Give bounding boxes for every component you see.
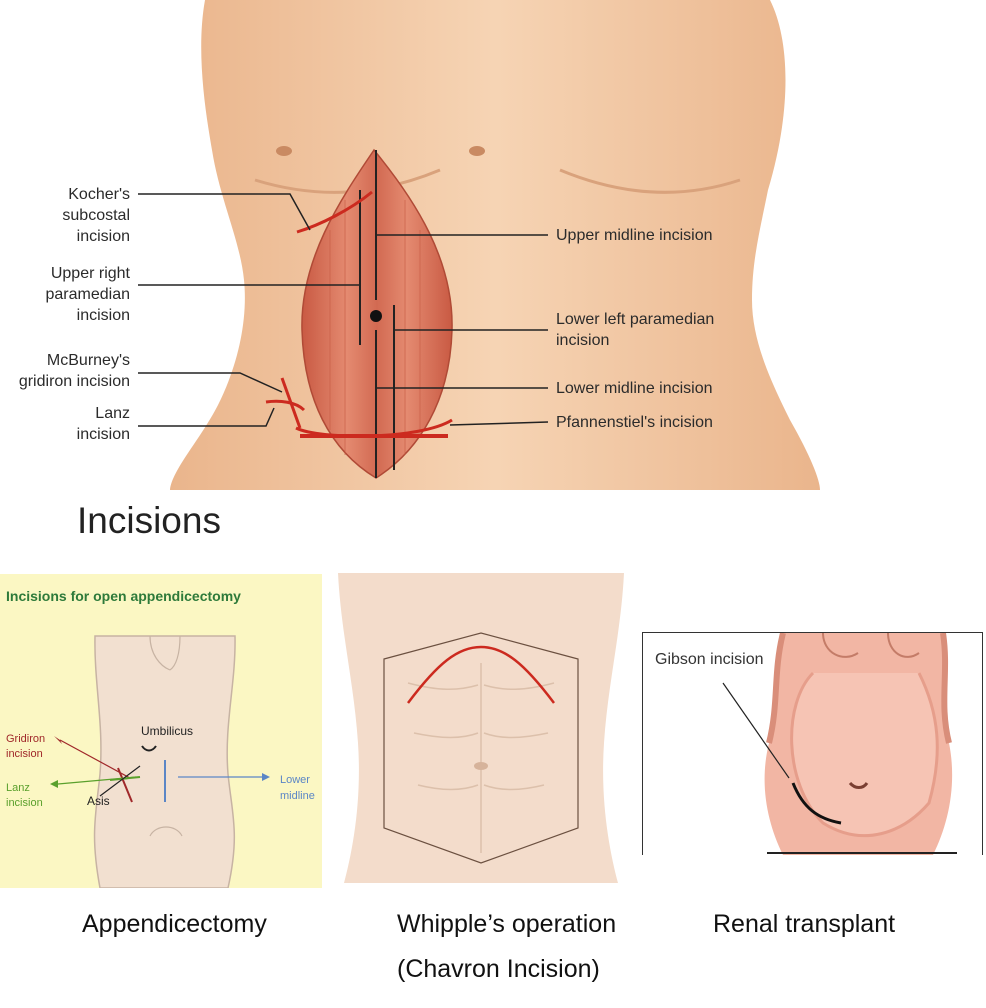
renal-umbilicus <box>848 781 869 789</box>
lanz-small-line1: Lanz <box>6 782 30 794</box>
asis-pointer <box>99 765 141 797</box>
chevron-incision <box>407 645 555 704</box>
lower-left-paramedian-label: Lower left paramedian incision <box>556 309 714 351</box>
gridiron-incision-mark <box>117 767 133 803</box>
pfannenstiel-leader <box>449 421 549 426</box>
pfannenstiel-label: Pfannenstiel's incision <box>556 414 713 431</box>
lanz-label: Lanz incision <box>77 403 130 445</box>
whipple-panel <box>338 573 624 883</box>
umbilicus-dot <box>370 310 382 322</box>
whipple-figure <box>338 573 624 883</box>
gridiron-label-line2: incision <box>6 748 43 760</box>
page-title: Incisions <box>77 500 221 541</box>
kocher-label: Kocher's subcostal incision <box>62 184 130 247</box>
lanz-leader <box>138 407 275 427</box>
lanz-incision-mark <box>109 776 141 781</box>
appendix-panel-title: Incisions for open appendicectomy <box>6 588 241 604</box>
kocher-label-line1: Kocher's <box>68 186 130 203</box>
mcburney-label: McBurney's gridiron incision <box>19 350 130 392</box>
torso-silhouette <box>170 0 820 490</box>
umbilicus-mark <box>141 745 157 752</box>
caption-renal: Renal transplant <box>713 910 896 938</box>
caption-whipple: Whipple’s operation <box>397 910 617 938</box>
lower-midline-label: Lower midline incision <box>556 380 713 397</box>
gridiron-label: Gridiron incision <box>6 732 45 762</box>
renal-figure <box>722 633 957 855</box>
operative-field-outline <box>383 632 579 864</box>
lower-midline-line1: Lower <box>280 774 310 786</box>
caption-whipple-sub: (Chavron Incision) <box>397 955 600 983</box>
kocher-leader <box>138 193 311 231</box>
upper-midline-label: Upper midline incision <box>556 227 713 244</box>
appendicectomy-panel: Incisions for open appendicectomy Umbili… <box>0 574 322 888</box>
gridiron-arrow <box>59 739 131 779</box>
belly-outline <box>790 671 939 838</box>
llp-label-line2: incision <box>556 332 610 349</box>
kocher-incision <box>296 190 373 234</box>
renal-panel: Gibson incision <box>642 632 983 855</box>
left-nipple <box>276 146 292 156</box>
right-nipple <box>469 146 485 156</box>
gibson-label: Gibson incision <box>655 651 764 668</box>
lanz-incision <box>265 399 306 412</box>
asis-label: Asis <box>87 794 110 808</box>
umbilicus-label: Umbilicus <box>141 724 194 738</box>
kocher-label-line2: subcostal <box>62 207 130 224</box>
urp-label-line1: Upper right <box>50 265 130 282</box>
lower-midline-line2: midline <box>280 790 315 802</box>
mcburney-leader <box>138 372 283 393</box>
kocher-label-line3: incision <box>76 228 130 245</box>
gridiron-label-line1: Gridiron <box>6 733 46 745</box>
abdominal-incisions-diagram <box>138 0 820 490</box>
lanz-small-line2: incision <box>6 797 43 809</box>
urp-label-line2: paramedian <box>45 286 131 303</box>
whipple-umbilicus <box>474 762 488 770</box>
caption-appendicectomy: Appendicectomy <box>82 910 267 938</box>
lower-midline-small-label: Lower midline <box>280 772 315 804</box>
gibson-incision <box>791 782 842 825</box>
mcburney-label-line2: gridiron incision <box>18 373 130 390</box>
urp-label-line3: incision <box>76 307 130 324</box>
lanz-label-line2: incision <box>76 426 130 443</box>
llp-label-line1: Lower left paramedian <box>556 311 715 328</box>
upper-right-paramedian-label: Upper right paramedian incision <box>46 263 131 326</box>
mcburney-label-line1: McBurney's <box>46 352 130 369</box>
gibson-pointer <box>722 682 790 779</box>
lanz-small-label: Lanz incision <box>6 781 43 811</box>
lanz-label-line1: Lanz <box>95 405 130 422</box>
appendicectomy-figure <box>50 635 270 888</box>
